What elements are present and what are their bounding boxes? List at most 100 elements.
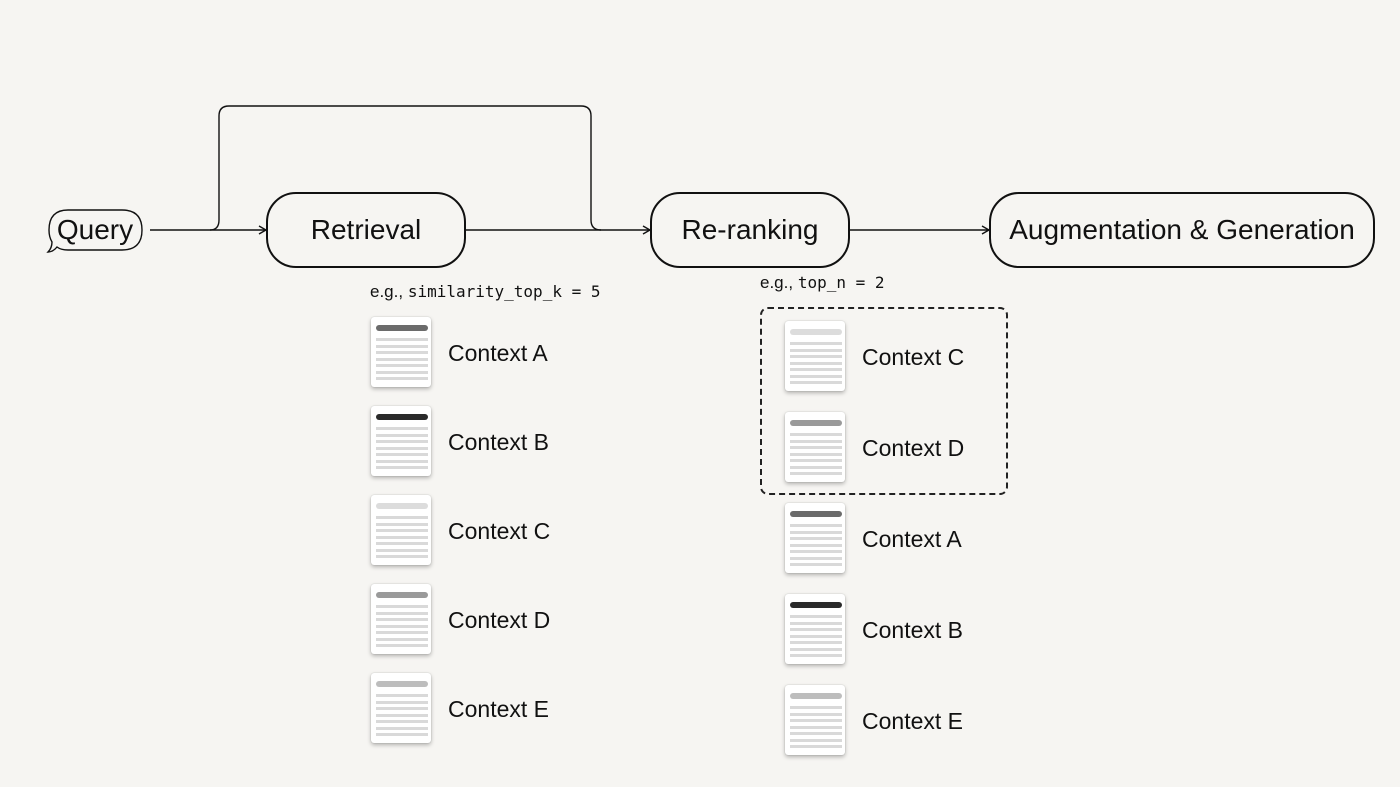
document-text-line xyxy=(376,357,428,361)
document-text-line xyxy=(376,427,428,430)
document-text-line xyxy=(790,530,842,534)
context-item: Context D xyxy=(785,412,1025,484)
document-text-line xyxy=(376,377,428,380)
document-text-line xyxy=(790,654,842,657)
context-item: Context E xyxy=(371,673,611,745)
document-text-line xyxy=(790,719,842,722)
document-text-line xyxy=(790,712,842,716)
augmentation-generation-label: Augmentation & Generation xyxy=(1009,214,1355,245)
document-text-line xyxy=(376,713,428,717)
document-header-bar xyxy=(790,329,842,335)
document-text-line xyxy=(376,351,428,354)
document-text-line xyxy=(376,535,428,539)
document-text-line xyxy=(790,472,842,475)
document-text-line xyxy=(376,733,428,736)
document-text-line xyxy=(376,694,428,697)
document-header-bar xyxy=(790,511,842,517)
document-text-line xyxy=(790,621,842,625)
document-text-line xyxy=(376,529,428,532)
document-text-line xyxy=(790,738,842,742)
document-text-line xyxy=(376,466,428,469)
document-text-line xyxy=(790,433,842,436)
document-text-line xyxy=(790,446,842,449)
document-text-line xyxy=(376,453,428,456)
context-item: Context E xyxy=(785,685,1025,757)
document-text-line xyxy=(790,634,842,638)
document-text-line xyxy=(790,556,842,560)
context-item: Context C xyxy=(371,495,611,567)
document-text-line xyxy=(790,745,842,748)
retrieval-node: Retrieval xyxy=(266,192,466,268)
document-text-line xyxy=(376,364,428,367)
document-icon xyxy=(785,503,845,573)
context-item: Context A xyxy=(371,317,611,389)
document-text-line xyxy=(790,374,842,378)
context-label: Context D xyxy=(862,434,965,461)
document-text-line xyxy=(376,618,428,621)
document-text-line xyxy=(790,368,842,371)
document-text-line xyxy=(376,370,428,374)
document-text-line xyxy=(790,524,842,527)
document-header-bar xyxy=(790,420,842,426)
document-text-line xyxy=(376,726,428,730)
context-label: Context D xyxy=(448,606,551,633)
document-text-line xyxy=(376,555,428,558)
document-text-line xyxy=(376,631,428,634)
document-text-line xyxy=(790,641,842,644)
document-text-line xyxy=(376,516,428,519)
document-header-bar xyxy=(790,602,842,608)
document-icon xyxy=(371,673,431,743)
document-text-line xyxy=(376,548,428,552)
document-text-line xyxy=(376,440,428,443)
document-text-line xyxy=(790,563,842,566)
retrieval-label: Retrieval xyxy=(310,214,422,245)
document-text-line xyxy=(790,342,842,345)
top-n-selection-box xyxy=(760,307,1008,495)
document-text-line xyxy=(376,644,428,647)
document-text-line xyxy=(376,459,428,463)
document-text-line xyxy=(376,542,428,545)
document-text-line xyxy=(790,732,842,735)
context-label: Context C xyxy=(862,343,965,370)
document-text-line xyxy=(790,725,842,729)
document-text-line xyxy=(790,348,842,352)
context-label: Context A xyxy=(448,339,548,366)
retrieval-annotation: e.g., similarity_top_k = 5 xyxy=(370,282,600,302)
document-header-bar xyxy=(376,592,428,598)
context-label: Context A xyxy=(862,525,962,552)
document-icon xyxy=(371,495,431,565)
query-label: Query xyxy=(56,214,134,245)
document-text-line xyxy=(376,605,428,608)
document-header-bar xyxy=(376,325,428,331)
reranking-node: Re-ranking xyxy=(650,192,850,268)
reranking-annotation-code: top_n = 2 xyxy=(797,273,885,292)
document-text-line xyxy=(790,628,842,631)
reranking-annotation: e.g., top_n = 2 xyxy=(760,273,885,293)
context-label: Context B xyxy=(862,616,963,643)
context-label: Context E xyxy=(448,695,549,722)
document-icon xyxy=(785,594,845,664)
document-text-line xyxy=(790,381,842,384)
document-header-bar xyxy=(376,503,428,509)
document-text-line xyxy=(376,707,428,710)
document-text-line xyxy=(790,647,842,651)
document-icon xyxy=(371,406,431,476)
context-item: Context B xyxy=(371,406,611,478)
document-icon xyxy=(785,412,845,482)
document-icon xyxy=(785,321,845,391)
context-label: Context B xyxy=(448,428,549,455)
document-header-bar xyxy=(790,693,842,699)
document-header-bar xyxy=(376,414,428,420)
context-item: Context B xyxy=(785,594,1025,666)
document-text-line xyxy=(790,361,842,365)
document-icon xyxy=(371,584,431,654)
document-text-line xyxy=(376,446,428,450)
document-text-line xyxy=(790,452,842,456)
query-bubble: Query xyxy=(46,204,144,256)
document-text-line xyxy=(790,537,842,540)
retrieval-annotation-code: similarity_top_k = 5 xyxy=(407,282,601,301)
document-text-line xyxy=(376,433,428,437)
document-text-line xyxy=(790,355,842,358)
document-text-line xyxy=(376,720,428,723)
